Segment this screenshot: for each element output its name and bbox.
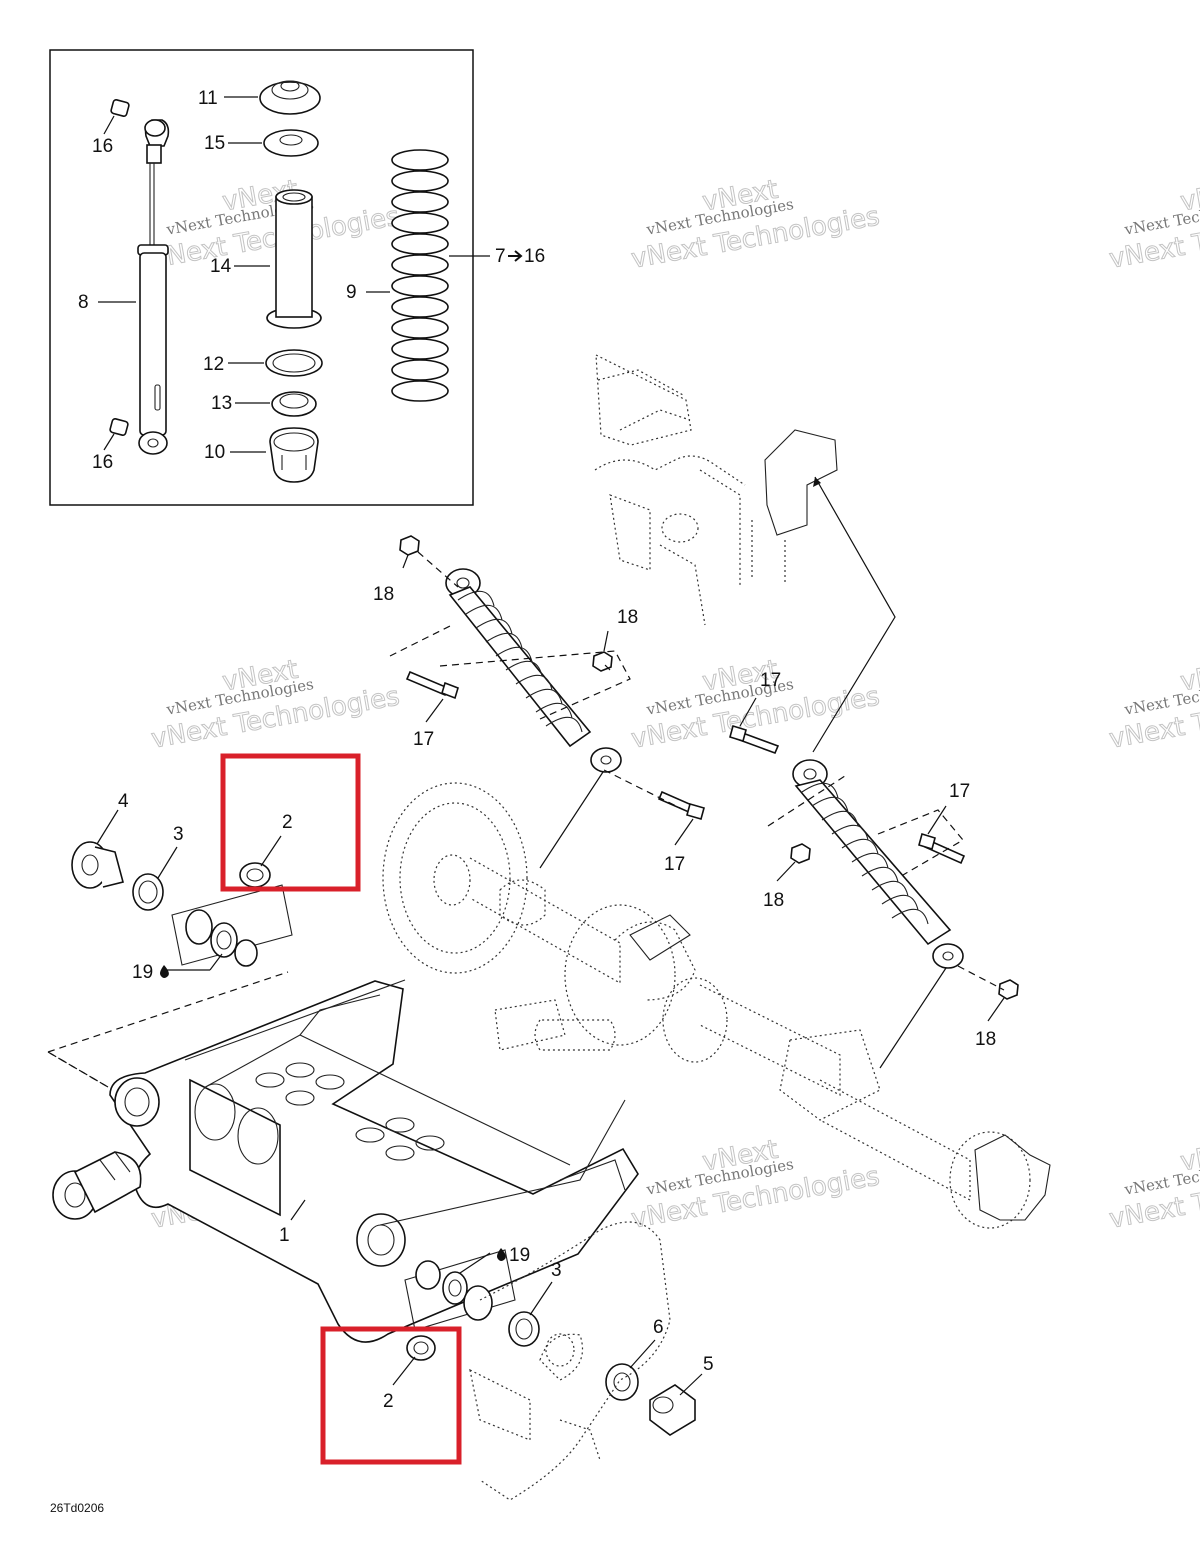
nut-18-b xyxy=(592,651,613,672)
watermark: vNext Technologies vNext Technologies vN… xyxy=(629,1134,883,1235)
callout-18-d: 18 xyxy=(975,1029,996,1050)
highlight-box-upper xyxy=(220,753,361,892)
bolt-17-b xyxy=(657,790,705,820)
callout-18-a: 18 xyxy=(373,584,394,605)
shock-absorber-part-8 xyxy=(137,119,170,455)
nut-18-c xyxy=(790,843,811,864)
callout-14: 14 xyxy=(210,256,232,277)
seal-2-upper xyxy=(239,862,271,888)
callout-16-upper: 16 xyxy=(92,136,113,157)
vehicle-frame xyxy=(594,353,838,626)
rear-axle-assembly xyxy=(382,782,1051,1229)
callout-13: 13 xyxy=(211,393,232,414)
spring-seat-11 xyxy=(259,80,321,115)
callout-11: 11 xyxy=(198,88,218,109)
grease-drop-icon xyxy=(497,1248,506,1261)
callout-10: 10 xyxy=(204,442,225,463)
callout-1: 1 xyxy=(279,1225,290,1246)
seal-3-lower xyxy=(508,1311,540,1347)
watermark: vNext Technologies vNext Technologies vN… xyxy=(149,174,403,275)
watermark: vNext Technologies vNext Technologies vN… xyxy=(149,654,403,755)
bearing-set-upper xyxy=(171,884,293,967)
arrow-right-icon xyxy=(508,250,523,262)
bolt-17-a xyxy=(405,670,459,700)
pin-16-lower xyxy=(109,418,129,436)
highlight-box-lower xyxy=(320,1326,462,1465)
coil-spring-9 xyxy=(391,149,449,402)
callout-3-lower: 3 xyxy=(551,1260,562,1281)
callout-18-b: 18 xyxy=(617,607,638,628)
svg-text:vNext: vNext xyxy=(1178,655,1200,698)
callout-17-a: 17 xyxy=(413,729,434,750)
inset-frame xyxy=(49,49,474,506)
bolt-17-c xyxy=(729,724,780,755)
bearing-set-lower xyxy=(404,1249,516,1331)
callout-7-to-16: 16 xyxy=(524,246,545,267)
callout-17-b: 17 xyxy=(664,854,685,875)
watermark: vNext Technologies vNext Technologies vN… xyxy=(1107,1134,1200,1235)
seal-2-lower xyxy=(406,1335,436,1361)
watermark: vNext Technologies vNext Technologies vN… xyxy=(1107,174,1200,275)
shock-inset: 11 15 14 12 13 10 8 9 16 16 7 16 xyxy=(49,49,545,506)
swing-arm-part-1 xyxy=(109,979,639,1343)
nut-18-d xyxy=(998,979,1019,1000)
figure-code: 26Td0206 xyxy=(50,1501,104,1515)
callout-6: 6 xyxy=(653,1317,664,1338)
bump-tube-14 xyxy=(266,189,322,329)
callout-4: 4 xyxy=(118,791,129,812)
frame-bracket-lower xyxy=(469,1221,671,1501)
callout-2-upper: 2 xyxy=(282,812,293,833)
callout-18-c: 18 xyxy=(763,890,784,911)
svg-text:vNext: vNext xyxy=(1178,175,1200,218)
callout-19-upper: 19 xyxy=(132,962,153,983)
shock-absorber-left xyxy=(445,568,622,773)
callout-15: 15 xyxy=(204,133,225,154)
callout-17-c: 17 xyxy=(760,670,781,691)
bushing-4 xyxy=(71,841,124,889)
ring-12 xyxy=(265,349,323,377)
ring-13 xyxy=(271,391,317,417)
drive-coupler xyxy=(52,1151,142,1220)
bushing-5 xyxy=(649,1384,696,1436)
callout-5: 5 xyxy=(703,1354,714,1375)
callout-19-lower: 19 xyxy=(509,1245,530,1266)
bolt-17-d xyxy=(918,832,966,865)
callout-9: 9 xyxy=(346,282,357,303)
adjuster-10 xyxy=(269,427,319,483)
watermark: vNext Technologies vNext Technologies vN… xyxy=(629,174,883,275)
callout-3-upper: 3 xyxy=(173,824,184,845)
callout-17-d: 17 xyxy=(949,781,970,802)
svg-text:vNext: vNext xyxy=(1178,1135,1200,1178)
pin-16-upper xyxy=(110,99,130,117)
callout-7: 7 xyxy=(495,246,506,267)
washer-6 xyxy=(605,1363,639,1401)
callout-12: 12 xyxy=(203,354,224,375)
watermark: vNext Technologies vNext Technologies vN… xyxy=(1107,654,1200,755)
callout-2-lower: 2 xyxy=(383,1391,394,1412)
shock-absorber-right xyxy=(792,759,964,969)
seal-3-upper xyxy=(132,873,164,911)
grease-drop-icon xyxy=(160,965,169,978)
washer-15 xyxy=(263,129,319,157)
nut-18-a xyxy=(399,535,420,556)
callout-16-lower: 16 xyxy=(92,452,113,473)
callout-8: 8 xyxy=(78,292,89,313)
